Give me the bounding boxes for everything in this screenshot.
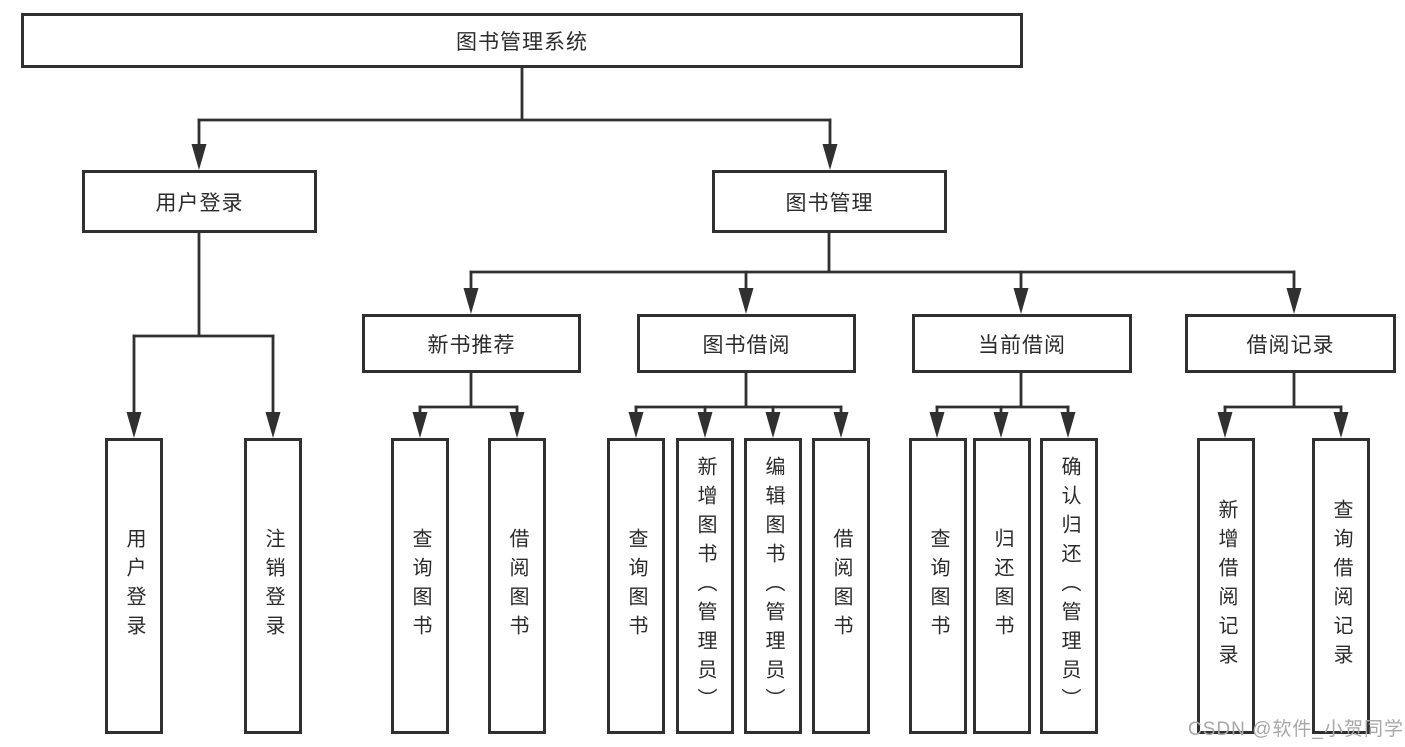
connector-bookmgmt-drops <box>469 270 1296 294</box>
leaf-current-query-books: 查询图书 <box>909 438 967 734</box>
arrowheads <box>126 144 1349 438</box>
leaf-borrowing-borrow-books: 借阅图书 <box>812 438 870 734</box>
node-system-root: 图书管理系统 <box>21 13 1023 68</box>
csdn-watermark: CSDN @软件_小贺同学 <box>1188 719 1404 740</box>
node-current-borrowing: 当前借阅 <box>912 314 1132 373</box>
leaf-logout: 注销登录 <box>244 438 302 734</box>
leaf-records-add-record: 新增借阅记录 <box>1197 438 1255 734</box>
leaf-user-login: 用户登录 <box>105 438 163 734</box>
node-user-login: 用户登录 <box>82 170 317 233</box>
node-book-management: 图书管理 <box>712 170 947 233</box>
leaf-records-query-record: 查询借阅记录 <box>1312 438 1370 734</box>
connector-borrowing-drops <box>634 405 843 418</box>
node-borrowing-records: 借阅记录 <box>1185 314 1396 373</box>
leaf-current-return-books: 归还图书 <box>973 438 1031 734</box>
leaf-current-confirm-return-admin: 确认归还（管理员） <box>1040 438 1098 734</box>
connector-userlogin-drops <box>132 334 275 418</box>
node-book-borrowing: 图书借阅 <box>637 314 856 373</box>
leaf-borrowing-edit-books-admin: 编辑图书（管理员） <box>744 438 802 734</box>
connector-root-drops <box>197 118 832 150</box>
leaf-borrowing-add-books-admin: 新增图书（管理员） <box>676 438 734 734</box>
leaf-recommend-query-books: 查询图书 <box>391 438 449 734</box>
leaf-borrowing-query-books: 查询图书 <box>607 438 665 734</box>
leaf-recommend-borrow-books: 借阅图书 <box>488 438 546 734</box>
node-new-book-recommend: 新书推荐 <box>362 314 581 373</box>
